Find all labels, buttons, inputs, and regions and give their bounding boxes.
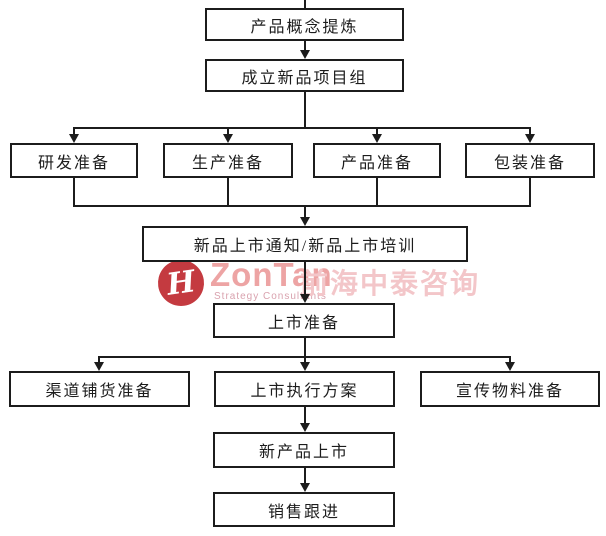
arrowhead-packaging-prep bbox=[525, 134, 535, 143]
arrowhead-channel-prep bbox=[94, 362, 104, 371]
connector-drop-rd bbox=[73, 127, 75, 135]
node-new-product-launch: 新产品上市 bbox=[213, 432, 395, 468]
arrowhead-launch-prep bbox=[300, 294, 310, 303]
node-product-prep: 产品准备 bbox=[313, 143, 441, 178]
connector-drop-channel bbox=[98, 356, 100, 363]
connector-production-merge bbox=[227, 178, 229, 207]
connector-packaging-merge bbox=[529, 178, 531, 207]
connector-drop-materials bbox=[509, 356, 511, 363]
connector-drop-packaging bbox=[529, 127, 531, 135]
watermark-brand-text: ZonTan bbox=[210, 256, 333, 293]
connector-drop-production bbox=[227, 127, 229, 135]
arrowhead-rd-prep bbox=[69, 134, 79, 143]
connector-split1-rail bbox=[73, 127, 531, 129]
node-team: 成立新品项目组 bbox=[205, 59, 404, 92]
node-concept: 产品概念提炼 bbox=[205, 8, 404, 41]
arrowhead-materials-prep bbox=[505, 362, 515, 371]
arrowhead-new-product-launch bbox=[300, 423, 310, 432]
connector-merge1-drop bbox=[304, 205, 306, 218]
arrowhead-execution-plan bbox=[300, 362, 310, 371]
node-execution-plan: 上市执行方案 bbox=[214, 371, 395, 407]
node-rd-prep: 研发准备 bbox=[10, 143, 138, 178]
node-launch-notice: 新品上市通知/新品上市培训 bbox=[142, 226, 468, 262]
arrowhead-sales-follow-up bbox=[300, 483, 310, 492]
node-launch-prep: 上市准备 bbox=[213, 303, 395, 338]
arrowhead-team bbox=[300, 50, 310, 59]
connector-drop-product bbox=[376, 127, 378, 135]
connector-concept-team bbox=[304, 41, 306, 52]
arrowhead-launch-notice bbox=[300, 217, 310, 226]
connector-execution-newlaunch bbox=[304, 407, 306, 424]
node-materials-prep: 宣传物料准备 bbox=[420, 371, 600, 407]
node-sales-follow-up: 销售跟进 bbox=[213, 492, 395, 527]
node-production-prep: 生产准备 bbox=[163, 143, 293, 178]
connector-drop-execution bbox=[304, 356, 306, 363]
connector-rd-merge bbox=[73, 178, 75, 207]
connector-launchprep-split bbox=[304, 338, 306, 358]
connector-newlaunch-followup bbox=[304, 468, 306, 484]
zontan-logo-icon: H bbox=[155, 257, 207, 309]
arrowhead-product-prep bbox=[372, 134, 382, 143]
connector-team-split bbox=[304, 92, 306, 129]
node-packaging-prep: 包装准备 bbox=[465, 143, 595, 178]
watermark-tagline-text: Strategy Consultants bbox=[214, 291, 327, 302]
connector-merge1-rail bbox=[73, 205, 531, 207]
arrowhead-production-prep bbox=[223, 134, 233, 143]
connector-top-stub bbox=[304, 0, 306, 8]
watermark-cn-name-text: 前海中泰咨询 bbox=[300, 268, 481, 299]
connector-notice-launchprep bbox=[304, 262, 306, 295]
connector-product-merge bbox=[376, 178, 378, 207]
node-channel-prep: 渠道铺货准备 bbox=[9, 371, 190, 407]
